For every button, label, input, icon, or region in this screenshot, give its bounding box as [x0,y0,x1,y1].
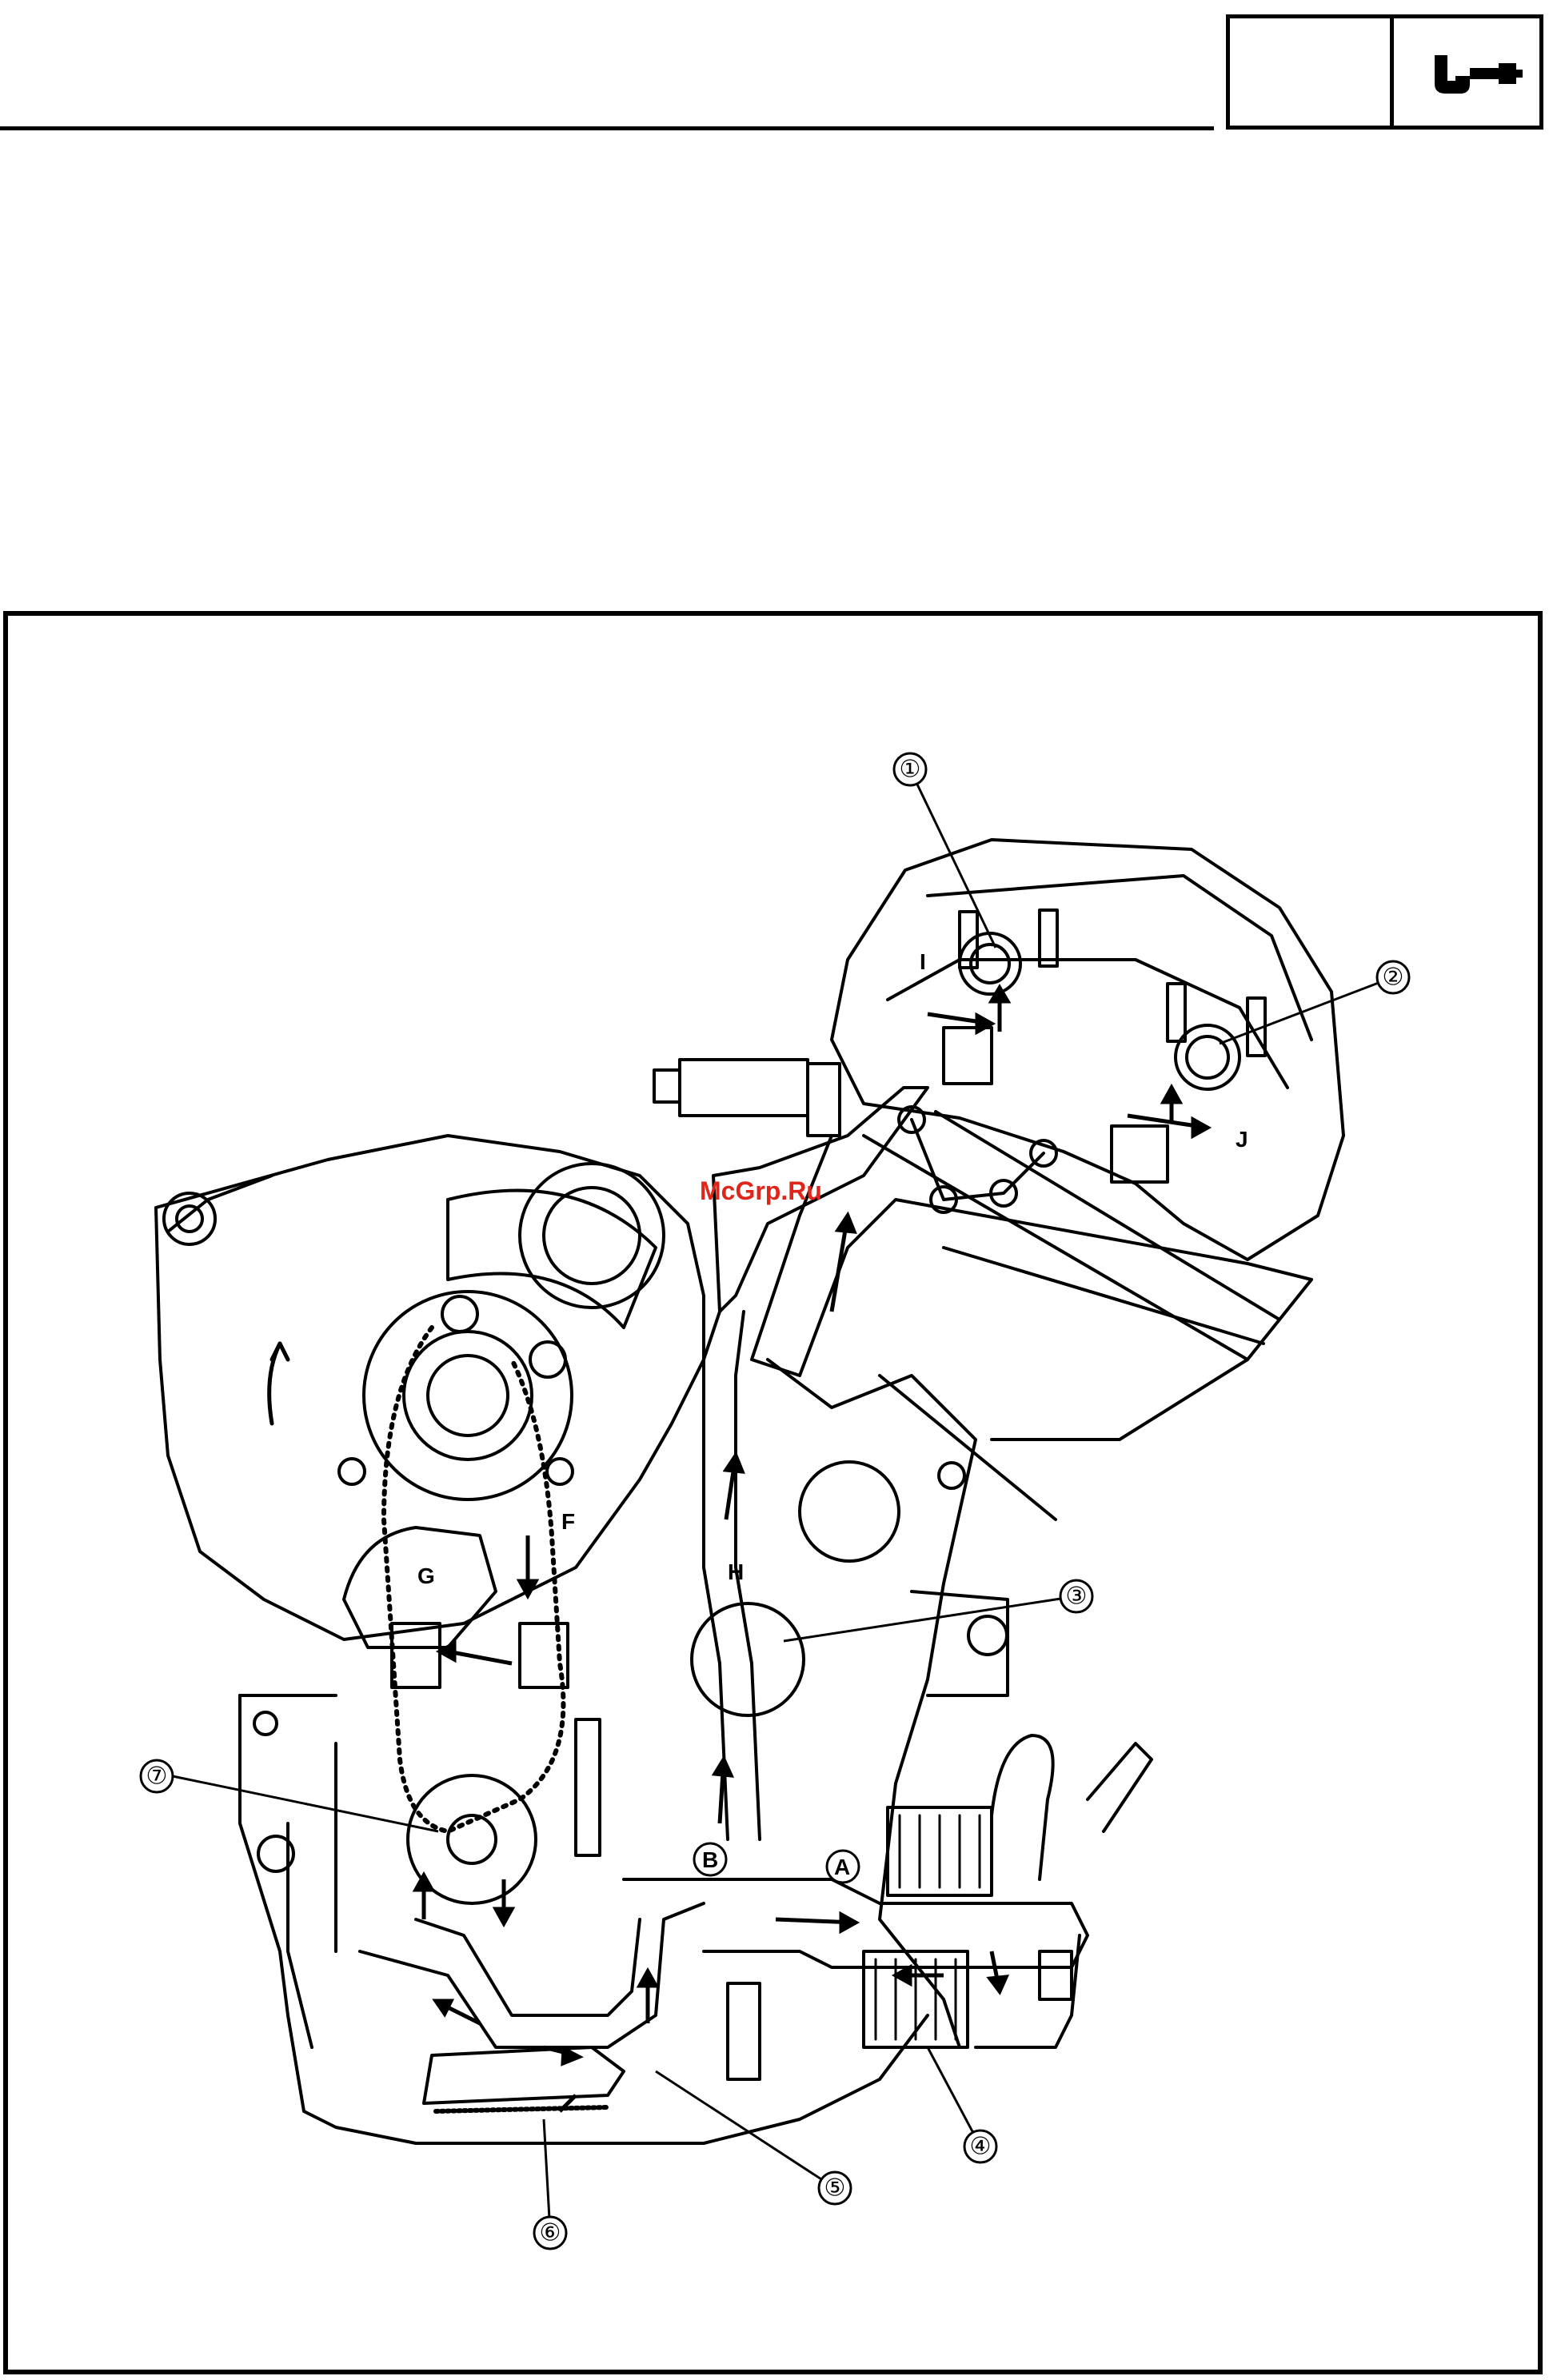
relief-valve [728,1983,760,2079]
head-sensor [680,1060,808,1116]
watermark: McGrp.Ru [700,1176,822,1205]
point-label-j: J [1236,1127,1248,1152]
callout-5: ⑤ [824,2175,846,2202]
callout-3: ③ [1066,1583,1088,1610]
crankcase-right [768,1360,976,2047]
point-label-f: F [561,1509,575,1534]
point-label-b: B [702,1847,718,1872]
callout-1: ① [900,757,921,783]
oil-cooler-hose [992,1735,1053,1879]
point-label-a: A [834,1855,850,1879]
callout-2: ② [1383,964,1404,991]
callout-7: ⑦ [146,1763,168,1790]
point-label-h: H [728,1559,744,1584]
oil-strainer [424,2047,624,2103]
callout-4: ④ [970,2134,992,2160]
intake-camshaft-journal [960,933,1020,994]
head-cover-line [888,960,1288,1088]
point-label-i: I [920,949,926,974]
point-label-g: G [417,1563,435,1588]
crankshaft-journal [692,1603,804,1715]
crankshaft-sprocket [364,1292,572,1499]
callout-6: ⑥ [540,2220,561,2246]
